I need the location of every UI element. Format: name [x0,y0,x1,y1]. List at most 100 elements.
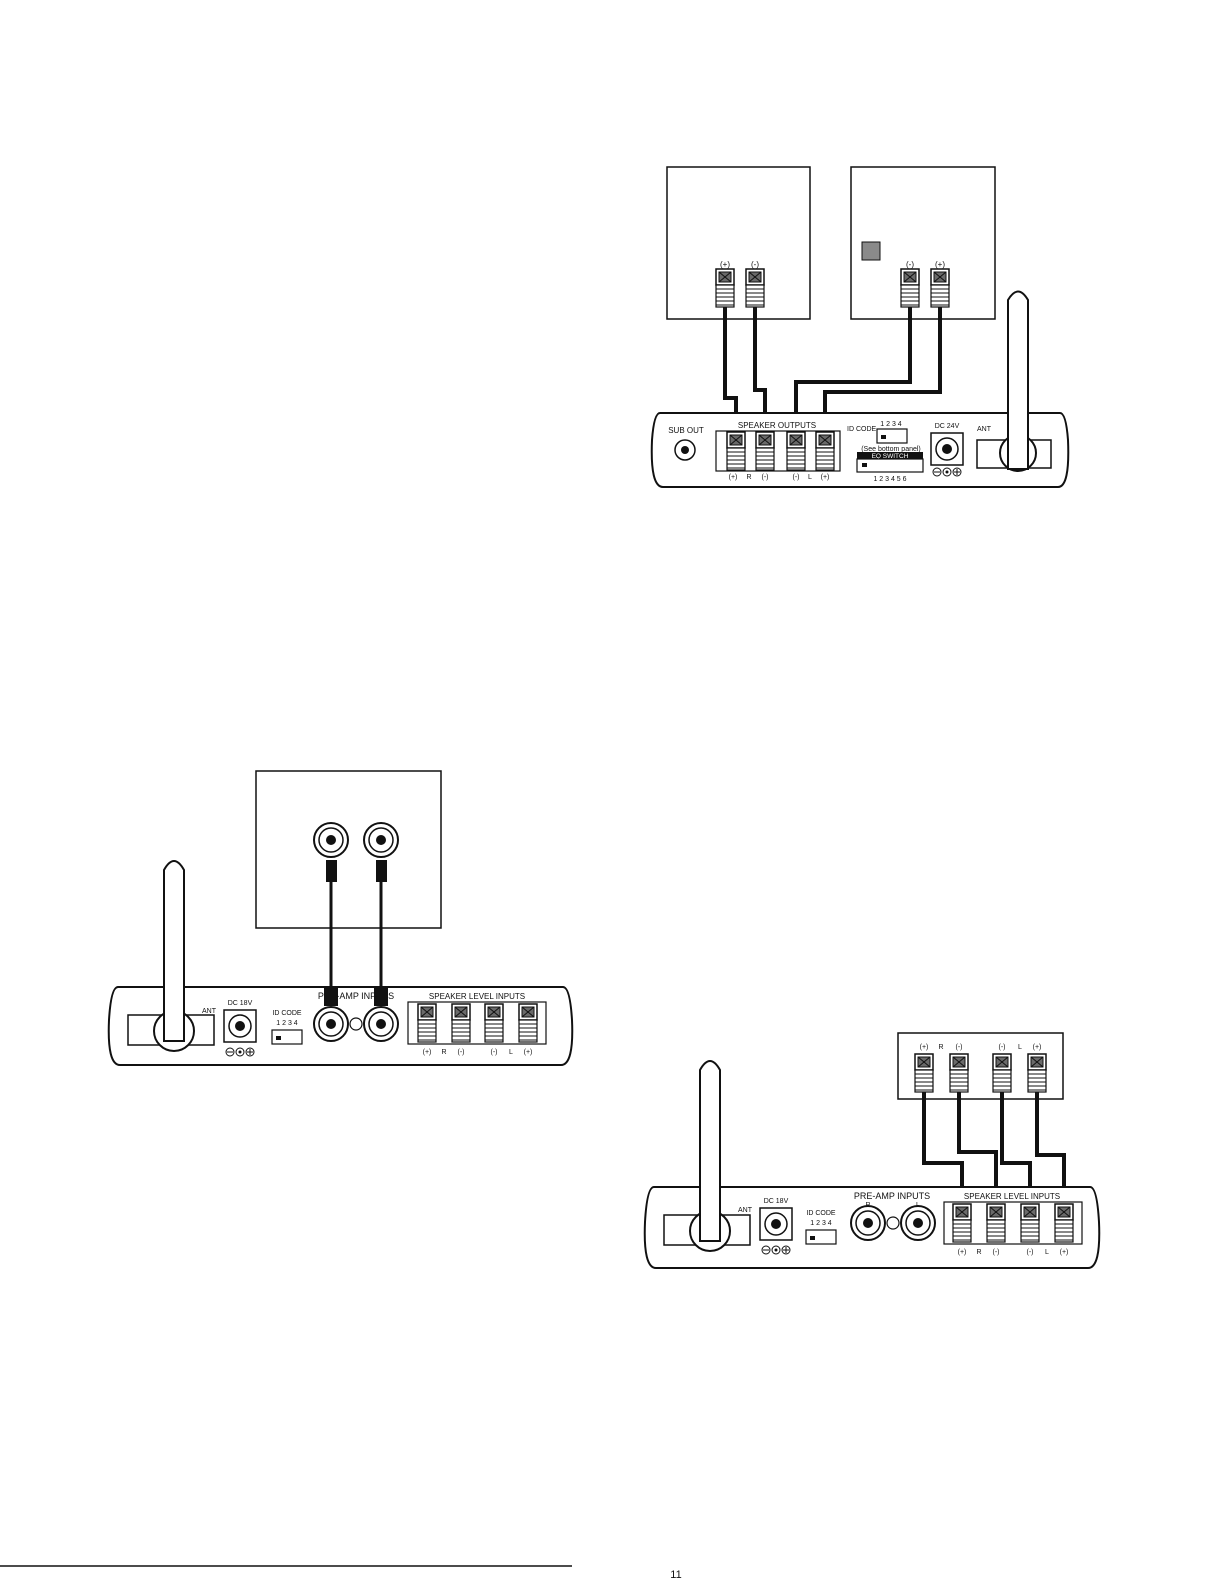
antenna-label: ANT [202,1008,217,1015]
input-terminal [484,1003,504,1043]
speaker-level-inputs-label: SPEAKER LEVEL INPUTS [429,992,525,1001]
left-speaker: (-) (+) [850,166,996,320]
pre-amp-rca-jack[interactable] [313,1006,349,1042]
input-terminal [986,1203,1006,1243]
id-code-label: ID CODE [847,426,877,433]
input-terminal [1054,1203,1074,1243]
see-bottom-panel-note: (See bottom panel) [861,446,921,453]
input-polarity-label: (+) [423,1049,432,1056]
terminal-label: (-) [906,260,914,269]
polarity-symbol [932,467,962,477]
source-unit [255,770,442,929]
dc-power-label: DC 18V [764,1198,789,1205]
sub-out-label: SUB OUT [668,426,704,435]
speaker-terminal [715,268,735,308]
output-terminal [815,431,835,471]
id-code-label: ID CODE [272,1010,302,1017]
input-channel-label: R [441,1049,446,1056]
polarity-symbol [761,1245,791,1255]
diagram-left: ANT DC 18V ID CODE 1 2 3 4 PRE-AMP INPUT… [107,770,574,1066]
pre-amp-rca-jack[interactable] [900,1205,936,1241]
input-terminal [417,1003,437,1043]
dc-power-jack [223,1009,257,1043]
id-code-label: ID CODE [806,1210,836,1217]
input-channel-label: R [976,1249,981,1256]
input-channel-label: L [1045,1249,1049,1256]
sub-out-jack [674,439,696,461]
input-polarity-label: (-) [993,1249,1000,1256]
id-code-switch [876,428,908,444]
antenna-label: ANT [738,1207,753,1214]
source-channel-label: L [1018,1044,1022,1051]
output-polarity-label: (+) [821,474,830,481]
source-terminal [914,1053,934,1093]
eq-switch-digits: 1 2 3 4 5 6 [873,476,906,483]
input-terminal [518,1003,538,1043]
speaker-level-wires [922,1092,1066,1205]
amplifier-unit: ANT DC 18V ID CODE 1 2 3 4 PRE-AMP INPUT… [107,870,574,1066]
dc-power-label: DC 24V [935,423,960,430]
amplifier-unit: SUB OUT SPEAKER OUTPUTS (+) R (-) (-) L … [650,300,1070,488]
right-speaker: (+) (-) [666,166,811,320]
output-terminal [726,431,746,471]
page-footer: 11 [0,1565,682,1581]
input-polarity-label: (+) [524,1049,533,1056]
eq-switch-label: EQ SWITCH [872,453,909,460]
output-polarity-label: (-) [793,474,800,481]
source-polarity-label: (-) [999,1044,1006,1051]
source-polarity-label: (+) [1033,1044,1042,1051]
input-polarity-label: (-) [1027,1249,1034,1256]
id-code-switch [271,1029,303,1045]
pre-amp-inputs-label: PRE-AMP INPUTS [318,991,394,1001]
rca-cables [326,860,387,988]
source-rca-jack [363,822,399,858]
dc-power-label: DC 18V [228,1000,253,1007]
input-polarity-label: (-) [491,1049,498,1056]
diagram-top: (+) (-) (-) (+) SUB OUT S [650,166,1070,488]
source-terminal [1027,1053,1047,1093]
dc-power-jack [930,432,964,466]
input-polarity-label: (+) [1060,1249,1069,1256]
pre-amp-rca-jack[interactable] [363,1006,399,1042]
input-terminal [952,1203,972,1243]
pre-amp-inputs-label: PRE-AMP INPUTS [854,1191,930,1201]
eq-switch-block [856,458,924,473]
amplifier-unit: ANT DC 18V ID CODE 1 2 3 4 PRE-AMP INPUT… [643,1070,1101,1269]
terminal-label: (+) [935,260,945,269]
input-terminal [451,1003,471,1043]
speaker-terminal [930,268,950,308]
speaker-terminal [900,268,920,308]
rca-plug [374,986,388,1006]
output-terminal [755,431,775,471]
speaker-outputs-label: SPEAKER OUTPUTS [738,421,816,430]
id-code-switch [805,1229,837,1245]
output-polarity-label: (+) [729,474,738,481]
input-polarity-label: (+) [958,1249,967,1256]
id-code-digits: 1 2 3 4 [276,1020,298,1027]
input-terminal [1020,1203,1040,1243]
output-channel-label: L [808,474,812,481]
dc-power-jack [759,1207,793,1241]
terminal-label: (+) [720,260,730,269]
pre-amp-rca-jack[interactable] [850,1205,886,1241]
source-polarity-label: (+) [920,1044,929,1051]
output-terminal [786,431,806,471]
id-code-digits: 1 2 3 4 [810,1220,832,1227]
input-polarity-label: (-) [458,1049,465,1056]
input-channel-label: L [509,1049,513,1056]
source-polarity-label: (-) [956,1044,963,1051]
id-code-digits: 1 2 3 4 [880,421,902,428]
rca-plug [324,986,338,1006]
speaker-level-inputs-label: SPEAKER LEVEL INPUTS [964,1192,1060,1201]
source-channel-label: R [938,1044,943,1051]
output-channel-label: R [746,474,751,481]
source-rca-jack [313,822,349,858]
source-terminal [992,1053,1012,1093]
source-terminal [949,1053,969,1093]
terminal-label: (-) [751,260,759,269]
polarity-symbol [225,1047,255,1057]
source-speaker-outputs: (+) R (-) (-) L (+) [897,1032,1064,1100]
speaker-indicator-square [861,241,881,261]
diagram-bottom: (+) R (-) (-) L (+) ANT DC 18V ID CODE [643,1032,1101,1269]
